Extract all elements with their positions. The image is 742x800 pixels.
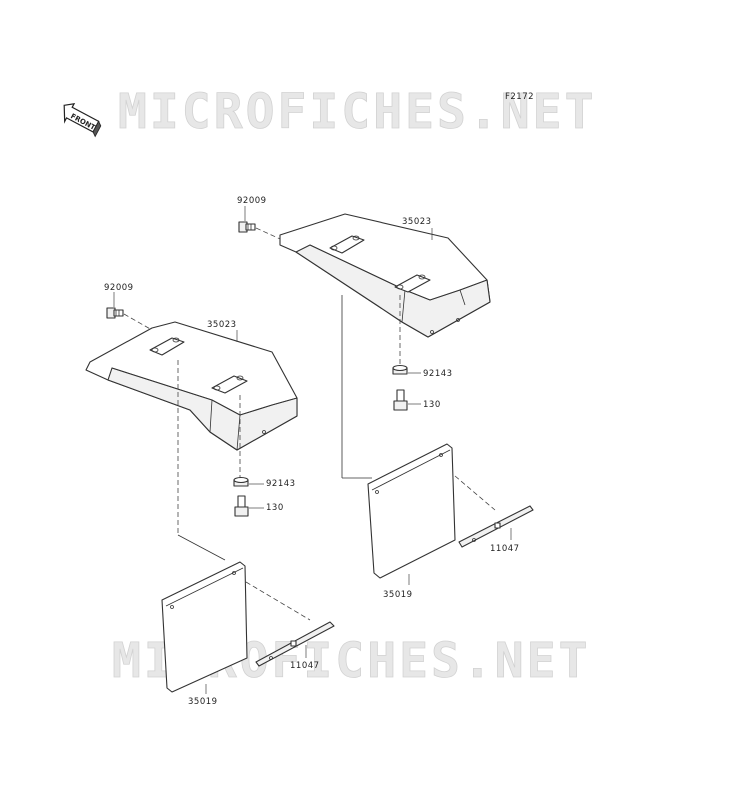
label-screw-left: 130 xyxy=(266,503,284,513)
label-cover-left: 35023 xyxy=(207,320,237,330)
bracket-11047-upper xyxy=(458,505,534,548)
bolt-92009-left xyxy=(106,307,124,319)
label-cover-upper: 35023 xyxy=(402,217,432,227)
label-bracket-left: 11047 xyxy=(290,661,320,671)
label-screw-upper: 130 xyxy=(423,400,441,410)
label-bolt-left: 92009 xyxy=(104,283,134,293)
bracket-11047-left xyxy=(255,621,335,667)
mudflap-35019-upper xyxy=(367,443,456,579)
label-bracket-upper: 11047 xyxy=(490,544,520,554)
watermark-top: MICROFICHES.NET xyxy=(118,84,596,140)
label-washer-upper: 92143 xyxy=(423,369,453,379)
bolt-92009-upper xyxy=(238,221,256,233)
label-flap-upper: 35019 xyxy=(383,590,413,600)
label-washer-left: 92143 xyxy=(266,479,296,489)
washer-92143-upper xyxy=(392,364,408,375)
label-flap-left: 35019 xyxy=(188,697,218,707)
front-arrow-icon: FRONT xyxy=(63,102,102,138)
cover-35023-left xyxy=(85,321,298,451)
washer-92143-left xyxy=(233,476,249,487)
label-bolt-upper: 92009 xyxy=(237,196,267,206)
mudflap-35019-left xyxy=(161,561,248,693)
figure-code: F2172 xyxy=(505,92,534,102)
cover-35023-upper xyxy=(279,213,491,338)
screw-130-upper xyxy=(393,389,408,411)
screw-130-left xyxy=(234,495,249,517)
